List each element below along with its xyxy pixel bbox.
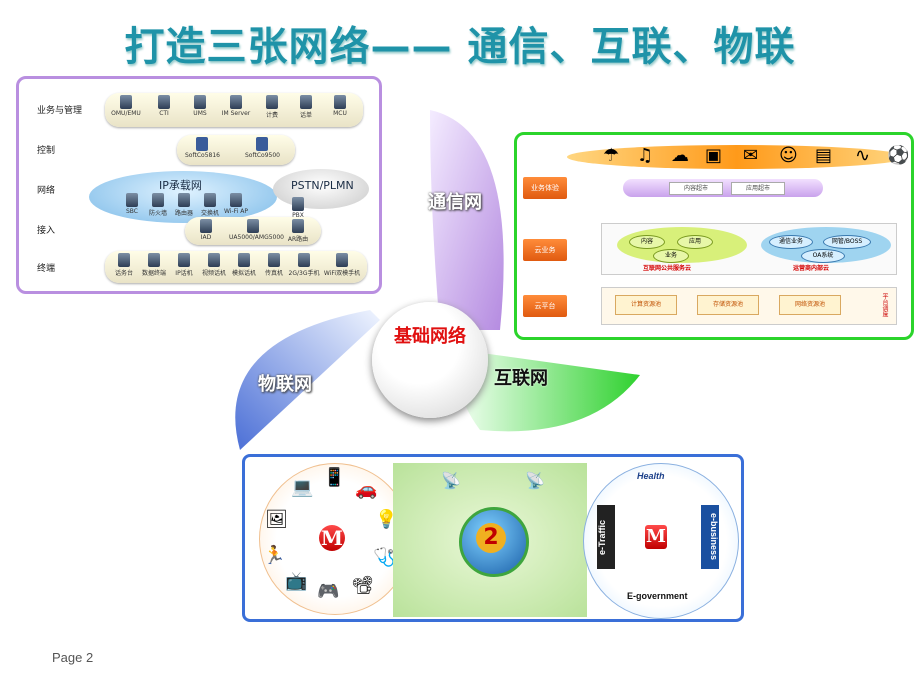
game-icon: ▤ xyxy=(815,145,833,166)
device-softco9500: SoftCo9500 xyxy=(245,137,280,159)
bulb-icon: 💡 xyxy=(375,509,398,530)
antenna-icon: 📡 xyxy=(525,471,545,490)
operator-cloud-item: 通信业务 xyxy=(769,235,813,249)
tag-cloud-platform: 云平台 xyxy=(523,295,567,317)
terminal-video-phone: 视频话机 xyxy=(197,253,231,277)
car-icon: 🚗 xyxy=(355,479,378,500)
device-im-server: IM Server xyxy=(219,95,253,117)
device-ums: UMS xyxy=(183,95,217,117)
weather-icon: ☂ xyxy=(603,145,620,166)
device-cdr: 话单 xyxy=(289,95,323,119)
internet-panel: ☂ ♫ ☁ ▣ ✉ ☺ ▤ ∿ ⚽ 业务体验 云业务 云平台 内容超市 应用超市… xyxy=(514,132,914,340)
tv-icon: 📺 xyxy=(285,571,308,592)
traffic-label: e-Traffic xyxy=(597,505,615,569)
device-omu: OMU/EMU xyxy=(109,95,143,117)
content-market-button[interactable]: 内容超市 xyxy=(669,182,723,195)
platform-schedule-label: 平台调度 xyxy=(881,293,888,317)
center-number-badge: 2 xyxy=(476,523,506,553)
petal-iot xyxy=(235,310,380,450)
operator-cloud-item: 网管/BOSS xyxy=(823,235,871,249)
stethoscope-icon: 🩺 xyxy=(373,547,396,568)
center-circle xyxy=(372,302,488,418)
compute-pool: 计算资源池 xyxy=(615,295,677,315)
pstn-cloud-label: PSTN/PLMN xyxy=(291,179,354,192)
iot-panel: M 💻 📱 🚗 🖼 💡 🏃 🩺 📺 🎮 📽 📡 📡 2 Health e-Tra… xyxy=(242,454,744,622)
device-switch: 交换机 xyxy=(193,193,227,217)
terminal-console: 话务台 xyxy=(107,253,141,277)
petal-label-iot: 物联网 xyxy=(258,374,312,395)
video-icon: ☁ xyxy=(671,145,689,166)
m-application-badge: M xyxy=(645,525,667,549)
market-bar xyxy=(623,179,823,197)
network-pool: 网络资源池 xyxy=(779,295,841,315)
network-petals xyxy=(235,110,640,450)
app-icon-band xyxy=(567,145,907,169)
row-label: 接入 xyxy=(37,226,56,236)
device-iad: IAD xyxy=(189,219,223,241)
operator-cloud-item: OA系统 xyxy=(801,249,845,263)
terminal-fax: 传真机 xyxy=(257,253,291,277)
device-ar-router: AR路由 xyxy=(281,219,315,243)
health-label: Health xyxy=(637,471,665,481)
public-cloud-item: 业务 xyxy=(653,249,689,263)
row-label: 控制 xyxy=(37,146,56,156)
search-icon: ☺ xyxy=(779,145,798,166)
petal-internet xyxy=(457,350,640,432)
device-router: 路由器 xyxy=(167,193,201,217)
device-pbx: PBX xyxy=(281,197,315,219)
government-label: E-government xyxy=(627,591,688,601)
gamepad-icon: 🎮 xyxy=(317,581,340,602)
device-firewall: 防火墙 xyxy=(141,193,175,217)
public-cloud-caption: 互联网公共服务云 xyxy=(643,265,692,272)
device-cti: CTI xyxy=(147,95,181,117)
public-cloud-item: 应用 xyxy=(677,235,713,249)
tv-icon: ▣ xyxy=(705,145,723,166)
treadmill-icon: 🏃 xyxy=(263,545,286,566)
business-label: e-business xyxy=(701,505,719,569)
mail-icon: ✉ xyxy=(743,145,759,166)
page-number: Page 2 xyxy=(52,650,94,665)
phone-icon: 📱 xyxy=(323,467,346,488)
photo-frame-icon: 🖼 xyxy=(265,509,288,530)
device-ua5000: UA5000/AMG5000 xyxy=(229,219,284,241)
petal-telecom xyxy=(430,110,504,330)
sports-icon: ⚽ xyxy=(887,145,910,166)
terminal-ip-phone: IP话机 xyxy=(167,253,201,277)
storage-pool: 存储资源池 xyxy=(697,295,759,315)
device-billing: 计费 xyxy=(255,95,289,119)
app-market-button[interactable]: 应用超市 xyxy=(731,182,785,195)
telecom-panel: 业务与管理 控制 网络 接入 终端 OMU/EMU CTI UMS IM Ser… xyxy=(16,76,382,294)
center-label: 基础网络 xyxy=(394,326,466,347)
music-icon: ♫ xyxy=(637,145,654,166)
finance-icon: ∿ xyxy=(855,145,871,166)
ip-cloud-label: IP承载网 xyxy=(159,179,202,192)
petal-label-internet: 互联网 xyxy=(494,368,548,389)
m-device-badge: M xyxy=(319,525,345,551)
page-title: 打造三张网络—— 通信、互联、物联 xyxy=(124,24,796,70)
terminal-mobile: 2G/3G手机 xyxy=(287,253,321,277)
tag-experience: 业务体验 xyxy=(523,177,567,199)
device-wifi-ap: Wi-Fi AP xyxy=(219,193,253,215)
terminal-data: 数据终端 xyxy=(137,253,171,277)
operator-cloud-caption: 运营商内部云 xyxy=(793,265,830,272)
row-label: 网络 xyxy=(37,186,56,196)
antenna-icon: 📡 xyxy=(441,471,461,490)
public-cloud-item: 内容 xyxy=(629,235,665,249)
terminal-wifi-phone: WiFi双模手机 xyxy=(321,253,363,277)
tag-cloud-service: 云业务 xyxy=(523,239,567,261)
terminal-analog-phone: 模拟话机 xyxy=(227,253,261,277)
device-sbc: SBC xyxy=(115,193,149,215)
laptop-icon: 💻 xyxy=(291,477,314,498)
projector-icon: 📽 xyxy=(351,575,374,596)
pstn-cloud xyxy=(273,169,369,209)
petal-label-telecom: 通信网 xyxy=(428,192,482,213)
row-label: 终端 xyxy=(37,264,56,274)
device-softco5816: SoftCo5816 xyxy=(185,137,220,159)
row-label: 业务与管理 xyxy=(37,106,83,116)
device-mcu: MCU xyxy=(323,95,357,117)
